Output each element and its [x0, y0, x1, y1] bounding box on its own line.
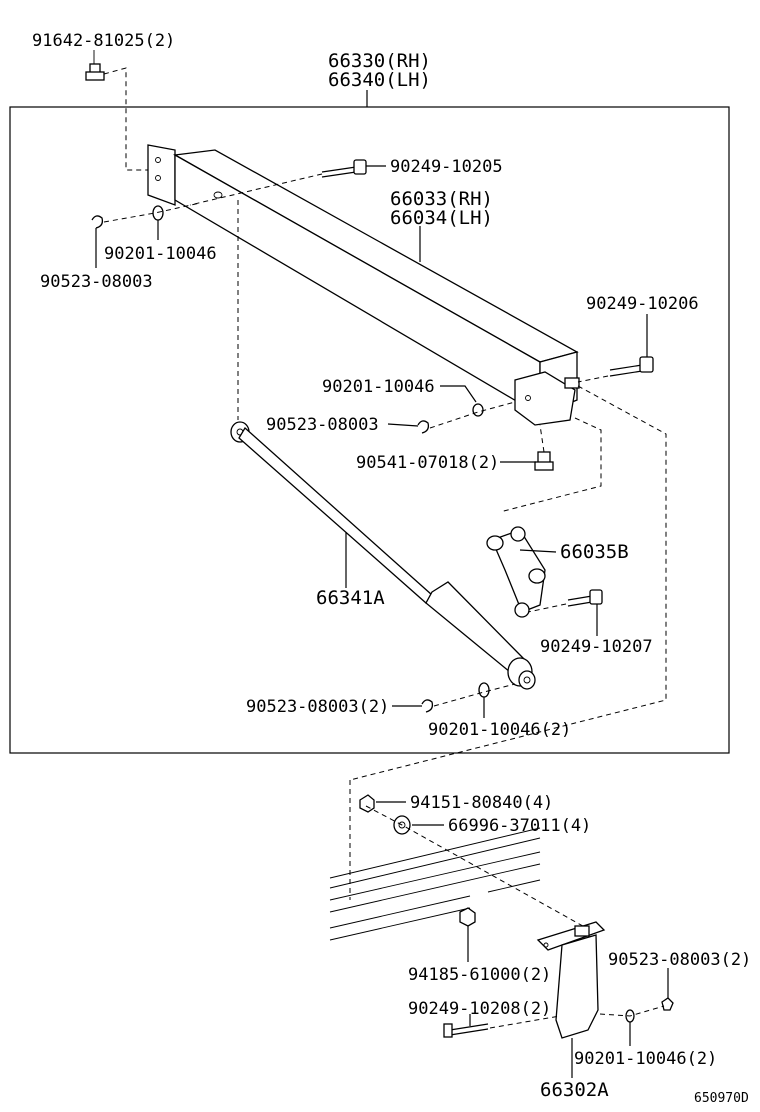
nut-80840-icon [359, 794, 375, 813]
label-bolt-10206: 90249-10206 [586, 294, 699, 314]
label-nut-80840: 94151-80840(4) [410, 793, 553, 813]
label-bolt-10208: 90249-10208(2) [408, 999, 551, 1019]
washer-10046-b-icon [472, 403, 484, 417]
washer-10046-a-icon [152, 205, 164, 221]
frame-rail-icon [329, 827, 541, 941]
dash-91642 [103, 67, 150, 171]
dash-10207 [527, 603, 567, 613]
dash-10206 [577, 375, 609, 383]
bolt-10208-icon [443, 1023, 489, 1038]
label-bracket-66302a: 66302A [540, 1079, 609, 1101]
label-assy-rh: 66330(RH) [328, 50, 431, 72]
label-clip-08003-a: 90523-08003 [40, 272, 153, 292]
clip-08003-d-icon [661, 997, 674, 1011]
label-clip-08003-c: 90523-08003(2) [246, 697, 389, 717]
dash-washer-d [599, 1005, 665, 1017]
label-bolt-91642: 91642-81025(2) [32, 31, 175, 51]
leader-10046-b [440, 385, 477, 403]
screw-07018-icon [534, 451, 554, 471]
label-washer-37011: 66996-37011(4) [448, 816, 591, 836]
dash-nut-diagonal [365, 805, 591, 931]
nut-61000-icon [459, 907, 476, 927]
label-washer-10046-a: 90201-10046 [104, 244, 217, 264]
leader-66035b [519, 549, 557, 553]
label-assy-lh: 66340(LH) [328, 69, 431, 91]
bolt-10205-icon [321, 159, 367, 178]
support-arm-beam [147, 144, 580, 426]
label-bracket-66035b: 66035B [560, 541, 629, 563]
dash-washer-c [433, 683, 516, 707]
label-arm-lh: 66034(LH) [390, 207, 493, 229]
label-screw-07018: 90541-07018(2) [356, 453, 499, 473]
dash-10205 [189, 173, 323, 206]
dash-washer-a [103, 202, 201, 223]
washer-10046-c-icon [478, 682, 490, 698]
dash-bracket-to-66035b [499, 417, 602, 513]
leader-08003-b [387, 423, 419, 427]
assembly-frame [9, 106, 730, 754]
label-washer-10046-c: 90201-10046(2) [428, 720, 571, 740]
dash-washer-b [429, 401, 516, 429]
bolt-91642-icon [85, 50, 105, 81]
bracket-66302a-icon [536, 921, 606, 1039]
clip-08003-c-icon [421, 699, 434, 713]
label-bolt-10205: 90249-10205 [390, 157, 503, 177]
label-nut-61000: 94185-61000(2) [408, 965, 551, 985]
label-washer-10046-d: 90201-10046(2) [574, 1049, 717, 1069]
dash-10208 [489, 1015, 561, 1029]
clip-08003-a-icon [91, 215, 104, 229]
label-strut-66341a: 66341A [316, 587, 385, 609]
dash-07018 [539, 424, 545, 453]
label-clip-08003-d: 90523-08003(2) [608, 950, 751, 970]
bolt-10207-icon [567, 589, 603, 607]
bolt-10206-icon [609, 356, 654, 377]
clip-08003-b-icon [417, 420, 430, 434]
label-arm-rh: 66033(RH) [390, 188, 493, 210]
drawing-id: 650970D [694, 1091, 749, 1106]
gas-strut-icon [230, 421, 536, 690]
label-bolt-10207: 90249-10207 [540, 637, 653, 657]
bracket-66035b-icon [486, 526, 546, 618]
label-washer-10046-b: 90201-10046 [322, 377, 435, 397]
label-clip-08003-b: 90523-08003 [266, 415, 379, 435]
